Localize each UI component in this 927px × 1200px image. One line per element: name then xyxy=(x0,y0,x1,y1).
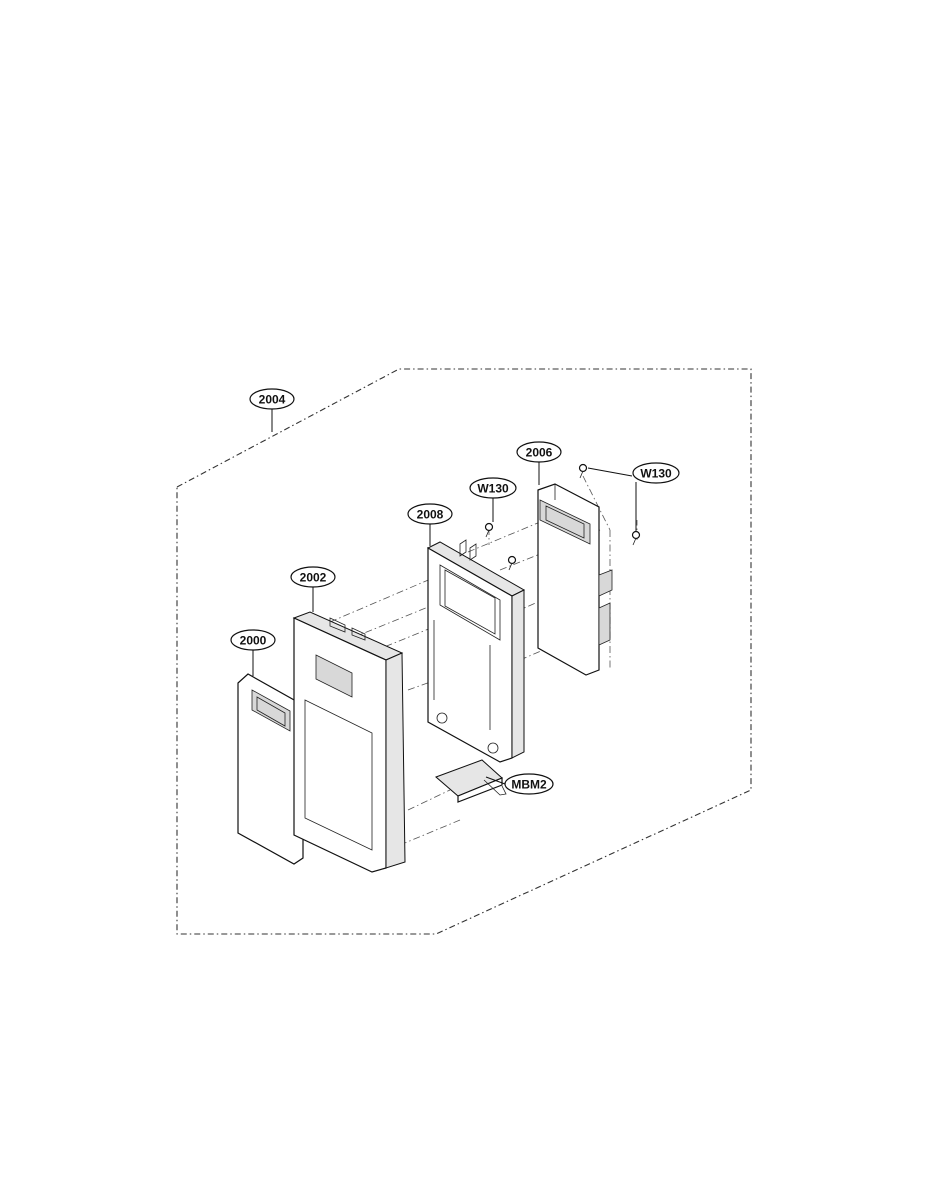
callout-2004: 2004 xyxy=(249,388,295,410)
part-2008-frame xyxy=(426,539,526,763)
callout-2008: 2008 xyxy=(407,503,453,525)
callout-2000: 2000 xyxy=(230,629,276,651)
screw-b-icon xyxy=(507,555,517,571)
callout-2006-text: 2006 xyxy=(526,446,553,460)
callout-2008-text: 2008 xyxy=(417,508,444,522)
screw-c-icon xyxy=(578,463,588,479)
callout-2002: 2002 xyxy=(290,566,336,588)
part-2006-control-pcb xyxy=(537,483,613,676)
callout-w130-right: W130 xyxy=(632,462,680,484)
callout-2000-text: 2000 xyxy=(240,634,267,648)
part-2002-panel-cover xyxy=(292,611,406,873)
callout-w130-upper-text: W130 xyxy=(477,482,509,496)
leader-lines xyxy=(252,409,637,785)
callout-mbm2-text: MBM2 xyxy=(511,778,547,792)
screw-a-icon xyxy=(484,522,494,538)
callout-mbm2: MBM2 xyxy=(504,773,554,795)
callout-2004-text: 2004 xyxy=(259,393,286,407)
screws-w130 xyxy=(484,463,641,571)
assembly-boundary xyxy=(176,368,752,935)
callout-w130-right-text: W130 xyxy=(640,467,672,481)
callout-2002-text: 2002 xyxy=(300,571,327,585)
part-mbm2-bracket xyxy=(435,759,507,803)
part-2000-film xyxy=(237,673,304,865)
screw-d-icon xyxy=(631,530,641,546)
callout-2006: 2006 xyxy=(516,441,562,463)
callout-w130-upper: W130 xyxy=(469,477,517,499)
